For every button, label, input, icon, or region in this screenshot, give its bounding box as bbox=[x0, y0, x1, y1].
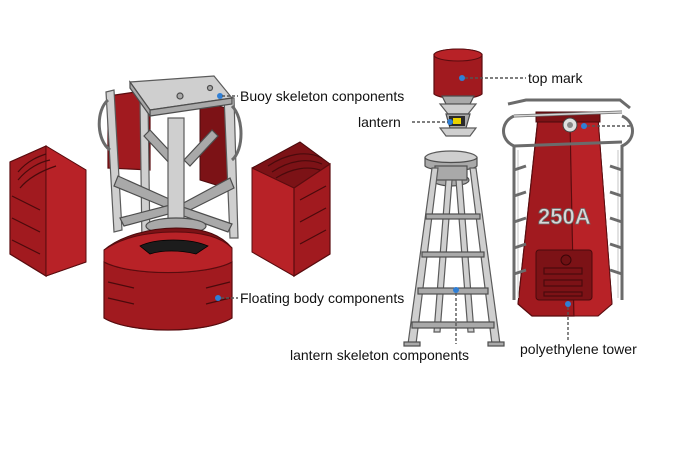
label-lantern: lantern bbox=[358, 114, 401, 130]
leader-top-mark bbox=[459, 75, 526, 81]
leader-polyethylene-tower bbox=[565, 301, 571, 340]
lantern-shape bbox=[438, 103, 478, 137]
leader-buoy-skeleton bbox=[217, 93, 238, 99]
leader-tower-top bbox=[581, 123, 632, 129]
leader-floating-body bbox=[215, 295, 238, 301]
tower-marking: 250A bbox=[538, 204, 591, 229]
lantern-skeleton bbox=[403, 150, 505, 347]
buoy-skeleton bbox=[97, 75, 243, 247]
floating-segment-right bbox=[251, 141, 331, 278]
polyethylene-tower-shape bbox=[502, 98, 634, 317]
floating-segment-front bbox=[103, 227, 233, 331]
label-floating-body: Floating body components bbox=[240, 290, 404, 306]
leader-lantern-skeleton bbox=[453, 287, 459, 344]
leader-lantern bbox=[412, 119, 453, 125]
label-buoy-skeleton: Buoy skeleton conponents bbox=[240, 88, 404, 104]
label-top-mark: top mark bbox=[528, 70, 583, 86]
floating-segment-left bbox=[9, 145, 87, 278]
label-polyethylene-tower: polyethylene tower bbox=[520, 341, 637, 357]
top-mark-shape bbox=[433, 48, 483, 105]
label-lantern-skeleton: lantern skeleton components bbox=[290, 347, 469, 363]
